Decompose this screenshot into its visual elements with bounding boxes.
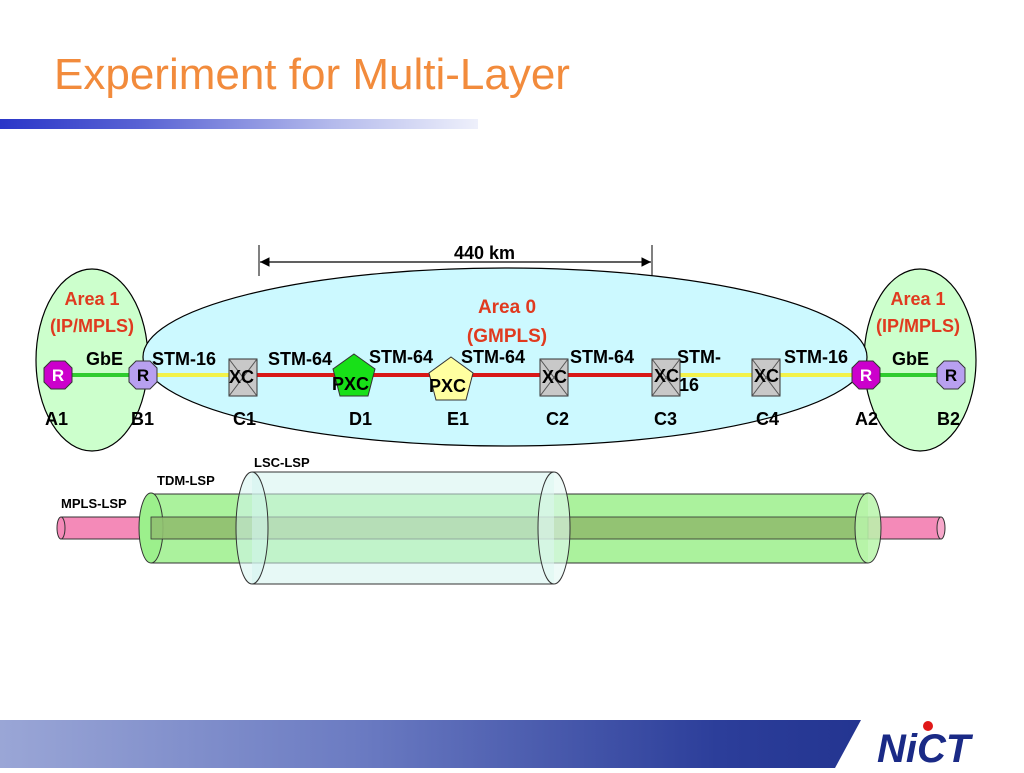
router-a2: R bbox=[851, 360, 881, 390]
router-a1: R bbox=[43, 360, 73, 390]
router-a2-label: R bbox=[860, 366, 872, 385]
node-label-d1: D1 bbox=[349, 409, 372, 429]
node-label-b2: B2 bbox=[937, 409, 960, 429]
xc-c4: XC bbox=[751, 358, 781, 397]
area1-right-name: Area 1 bbox=[890, 289, 945, 309]
xc-c3-label: XC bbox=[654, 366, 679, 386]
node-label-c1: C1 bbox=[233, 409, 256, 429]
xc-c4-label: XC bbox=[754, 366, 779, 386]
node-label-a2: A2 bbox=[855, 409, 878, 429]
nict-logo-mark: NiCT bbox=[835, 720, 1024, 771]
node-label-b1: B1 bbox=[131, 409, 154, 429]
stm64-label-1: STM-64 bbox=[268, 349, 332, 369]
lsc-lsp-tube bbox=[235, 471, 571, 585]
stm16-mid-label-line2: 16 bbox=[679, 375, 699, 395]
router-b1: R bbox=[128, 360, 158, 390]
gbe-left-label: GbE bbox=[86, 349, 123, 369]
node-label-e1: E1 bbox=[447, 409, 469, 429]
node-label-c4: C4 bbox=[756, 409, 779, 429]
mpls-lsp-label: MPLS-LSP bbox=[61, 496, 127, 511]
xc-c1-label: XC bbox=[229, 367, 254, 387]
pxc-d1-label: PXC bbox=[332, 374, 369, 394]
stm64-label-4: STM-64 bbox=[570, 347, 634, 367]
router-a1-label: R bbox=[52, 366, 64, 385]
router-b1-label: R bbox=[137, 366, 149, 385]
nict-logo: NiCT bbox=[835, 715, 1024, 771]
node-label-a1: A1 bbox=[45, 409, 68, 429]
area1-left-type: (IP/MPLS) bbox=[50, 316, 134, 336]
stm64-label-3: STM-64 bbox=[461, 347, 525, 367]
lsc-lsp-label: LSC-LSP bbox=[254, 455, 310, 470]
xc-c2: XC bbox=[539, 358, 569, 397]
pxc-d1: PXC bbox=[332, 353, 376, 397]
stm16-left-label: STM-16 bbox=[152, 349, 216, 369]
area0-name: Area 0 bbox=[478, 297, 536, 318]
slide-title: Experiment for Multi-Layer bbox=[54, 50, 570, 99]
stm16-mid-label-line1: STM- bbox=[677, 347, 721, 367]
area1-left-name: Area 1 bbox=[64, 289, 119, 309]
router-b2: R bbox=[936, 360, 966, 390]
pxc-e1: PXC bbox=[428, 356, 474, 401]
gbe-right-label: GbE bbox=[892, 349, 929, 369]
stm16-right-label: STM-16 bbox=[784, 347, 848, 367]
stm64-label-2: STM-64 bbox=[369, 347, 433, 367]
logo-dot bbox=[923, 721, 933, 731]
area0-type: (GMPLS) bbox=[467, 326, 547, 347]
area0-ellipse bbox=[142, 267, 868, 447]
title-underline-bar bbox=[0, 119, 478, 129]
xc-c3: XC bbox=[651, 358, 681, 397]
tdm-lsp-label: TDM-LSP bbox=[157, 473, 215, 488]
distance-label: 440 km bbox=[454, 243, 515, 263]
node-label-c3: C3 bbox=[654, 409, 677, 429]
node-label-c2: C2 bbox=[546, 409, 569, 429]
xc-c1: XC bbox=[228, 358, 258, 397]
network-diagram: 440 km Area 1 (IP/MPLS) Area 1 (IP/MPLS)… bbox=[35, 243, 977, 585]
xc-c2-label: XC bbox=[542, 367, 567, 387]
router-b2-label: R bbox=[945, 366, 957, 385]
pxc-e1-label: PXC bbox=[429, 376, 466, 396]
area1-right-type: (IP/MPLS) bbox=[876, 316, 960, 336]
logo-lettering: NiCT bbox=[877, 727, 974, 768]
